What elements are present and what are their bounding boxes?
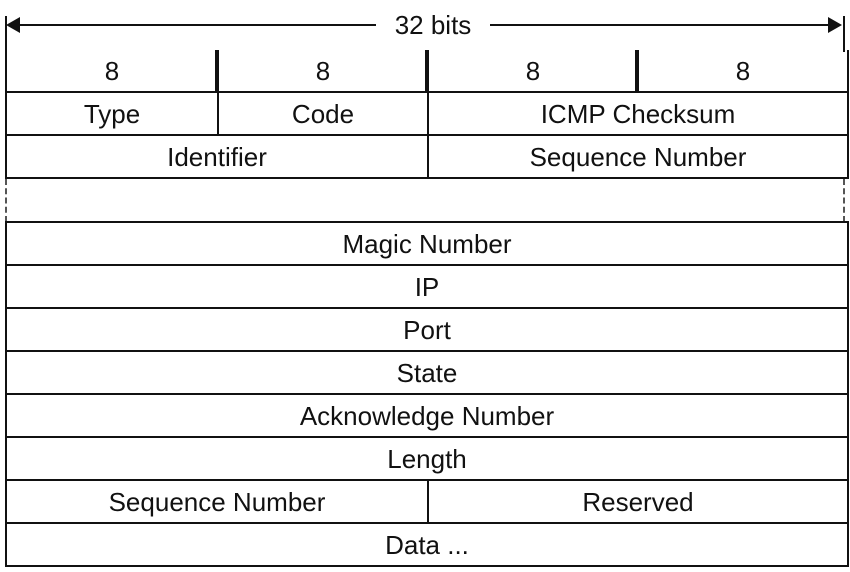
divider-tick-2 — [425, 50, 427, 93]
bit-width-cell-2: 8 — [217, 50, 427, 91]
reserved-field: Reserved — [427, 481, 847, 522]
right-arrowhead-icon — [828, 17, 842, 33]
sequence-reserved-row: Sequence Number Reserved — [7, 481, 847, 524]
dashed-right-edge — [843, 179, 845, 222]
dashed-left-edge — [5, 179, 7, 222]
identifier-field: Identifier — [167, 141, 267, 172]
port-field: Port — [403, 314, 451, 345]
right-header-tick — [843, 16, 845, 52]
length-row: Length — [7, 438, 847, 481]
icmp-header-table: 8 8 8 8 Type Code ICMP Checksum Identifi… — [5, 50, 849, 179]
port-row: Port — [7, 309, 847, 352]
data-field: Data ... — [385, 529, 469, 560]
magic-number-field: Magic Number — [342, 228, 512, 259]
bit-width-cell-4: 8 — [637, 50, 847, 91]
state-field: State — [396, 357, 458, 388]
magic-number-row: Magic Number — [7, 223, 847, 266]
payload-sequence-number-field: Sequence Number — [108, 486, 326, 517]
divider-tick-1 — [215, 50, 217, 93]
left-arrow-line — [16, 24, 376, 26]
state-row: State — [7, 352, 847, 395]
divider-tick-3 — [635, 50, 637, 93]
width-label: 32 bits — [394, 10, 472, 40]
type-code-checksum-row: Type Code ICMP Checksum — [7, 93, 847, 136]
code-field: Code — [217, 93, 427, 134]
dashed-gap — [5, 179, 845, 222]
bit-width-row: 8 8 8 8 — [7, 50, 847, 93]
bit-width-header: 32 bits — [6, 6, 845, 44]
acknowledge-number-row: Acknowledge Number — [7, 395, 847, 438]
bit-width-cell-3: 8 — [427, 50, 637, 91]
identifier-sequence-row: Identifier Sequence Number — [7, 136, 847, 179]
icmp-sequence-number-field: Sequence Number — [427, 136, 847, 177]
ip-row: IP — [7, 266, 847, 309]
bit-width-cell-1: 8 — [104, 55, 120, 86]
ip-field: IP — [414, 271, 440, 302]
left-header-tick — [5, 16, 7, 52]
right-arrow-line — [490, 24, 830, 26]
type-field: Type — [83, 98, 141, 129]
acknowledge-number-field: Acknowledge Number — [299, 400, 555, 431]
length-field: Length — [387, 443, 467, 474]
left-arrowhead-icon — [6, 17, 20, 33]
data-row: Data ... — [7, 524, 847, 567]
icmp-checksum-field: ICMP Checksum — [427, 93, 847, 134]
payload-table: Magic Number IP Port State Acknowledge N… — [5, 221, 849, 567]
